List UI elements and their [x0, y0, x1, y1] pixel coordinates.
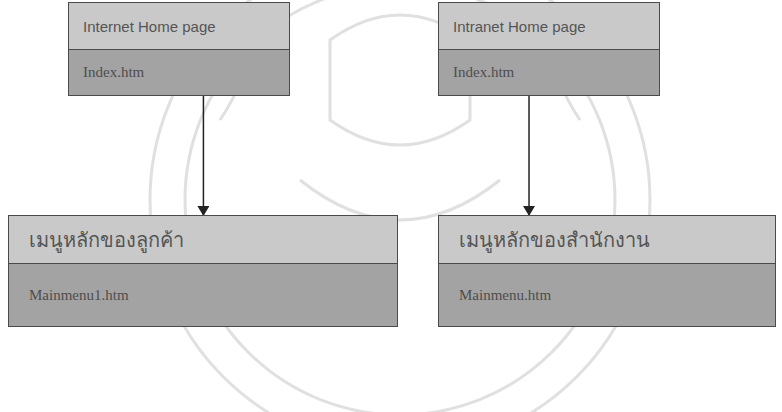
- box-heading-band: Internet Home page: [69, 3, 289, 50]
- file-name: Mainmenu1.htm: [29, 287, 129, 304]
- box-file-band: Mainmenu1.htm: [9, 264, 397, 326]
- page-box: เมนูหลักของลูกค้า Mainmenu1.htm: [8, 215, 398, 327]
- box-file-band: Index.htm: [439, 50, 659, 95]
- page-box: Intranet Home pageIndex.htm: [438, 2, 660, 96]
- flow-arrow: [528, 96, 530, 215]
- flow-arrow: [203, 96, 205, 215]
- box-heading-band: เมนูหลักของสำนักงาน: [439, 216, 775, 264]
- box-file-band: Mainmenu.htm: [439, 264, 775, 326]
- box-heading-band: เมนูหลักของลูกค้า: [9, 216, 397, 264]
- file-name: Index.htm: [83, 64, 144, 81]
- page-title: Internet Home page: [83, 18, 216, 35]
- page-box: เมนูหลักของสำนักงาน Mainmenu.htm: [438, 215, 776, 327]
- page-box: Internet Home pageIndex.htm: [68, 2, 290, 96]
- file-name: Index.htm: [453, 64, 514, 81]
- file-name: Mainmenu.htm: [459, 287, 551, 304]
- box-file-band: Index.htm: [69, 50, 289, 95]
- page-title: เมนูหลักของลูกค้า: [29, 224, 184, 256]
- page-title: เมนูหลักของสำนักงาน: [459, 224, 650, 256]
- page-title: Intranet Home page: [453, 18, 586, 35]
- box-heading-band: Intranet Home page: [439, 3, 659, 50]
